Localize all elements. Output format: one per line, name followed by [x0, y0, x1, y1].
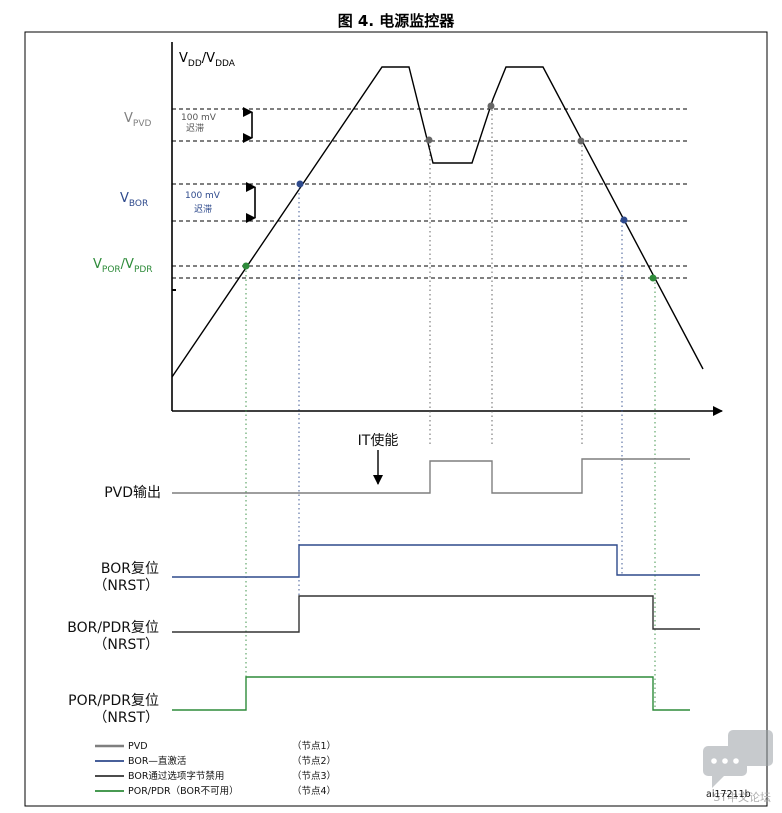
y-axis-label: VDD/VDDA	[179, 51, 236, 69]
por-pdr-reset-label: POR/PDR复位	[68, 692, 159, 709]
vbor-label: VBOR	[120, 191, 148, 209]
legend-note-bor-active: （节点2）	[292, 755, 336, 767]
projection-lines	[245, 105, 656, 710]
bor-reset-nrst-label: （NRST）	[93, 578, 159, 594]
por-pdr-reset-waveform	[172, 676, 690, 711]
legend-note-pvd: （节点1）	[292, 740, 336, 752]
pvd-output-label: PVD输出	[104, 485, 161, 501]
bor-reset-label: BOR复位	[101, 560, 159, 577]
pvd-hysteresis-label: 迟滞	[186, 123, 204, 134]
bor-reset-waveform	[172, 544, 700, 578]
watermark-text: ST中文论坛	[713, 790, 771, 804]
pdr-crossing-point	[649, 274, 657, 282]
legend-label-pvd: PVD	[128, 741, 148, 752]
figure-title: 图 4. 电源监控器	[338, 12, 456, 30]
vpvd-label: VPVD	[124, 111, 151, 129]
bor-pdr-reset-label: BOR/PDR复位	[67, 619, 159, 636]
por-crossing-point	[242, 262, 250, 270]
bor-rise-crossing-point	[296, 180, 304, 188]
bor-hysteresis-label: 迟滞	[194, 204, 212, 215]
it-enable-label: IT使能	[358, 432, 399, 449]
legend-label-bor-active: BOR—直激活	[128, 755, 187, 767]
bor-pdr-reset-waveform	[172, 595, 700, 633]
chat-bubble-icon	[703, 730, 773, 788]
bor-fall-crossing-point	[620, 216, 628, 224]
pvd-fall-crossing-point-1	[425, 136, 433, 144]
legend-label-bor-disabled: BOR通过选项字节禁用	[128, 770, 224, 782]
bor-hysteresis-value: 100 mV	[185, 191, 221, 201]
vpor-vpdr-label: VPOR/VPDR	[93, 257, 153, 275]
legend-note-bor-disabled: （节点3）	[292, 770, 336, 782]
threshold-lines	[172, 108, 690, 279]
bor-pdr-reset-nrst-label: （NRST）	[93, 637, 159, 653]
pvd-output-waveform	[172, 458, 690, 494]
figure-frame	[24, 31, 768, 807]
vdd-waveform	[171, 66, 704, 378]
legend-note-por-pdr: （节点4）	[292, 785, 336, 797]
pvd-hysteresis-value: 100 mV	[181, 113, 217, 123]
pvd-fall-crossing-point-2	[577, 137, 585, 145]
figure-id: ai17211b	[706, 789, 751, 800]
pvd-rise-crossing-point	[487, 102, 495, 110]
legend: PVD （节点1） BOR—直激活 （节点2） BOR通过选项字节禁用 （节点3…	[95, 740, 336, 797]
por-pdr-reset-nrst-label: （NRST）	[93, 710, 159, 726]
legend-label-por-pdr: POR/PDR（BOR不可用）	[128, 785, 239, 797]
